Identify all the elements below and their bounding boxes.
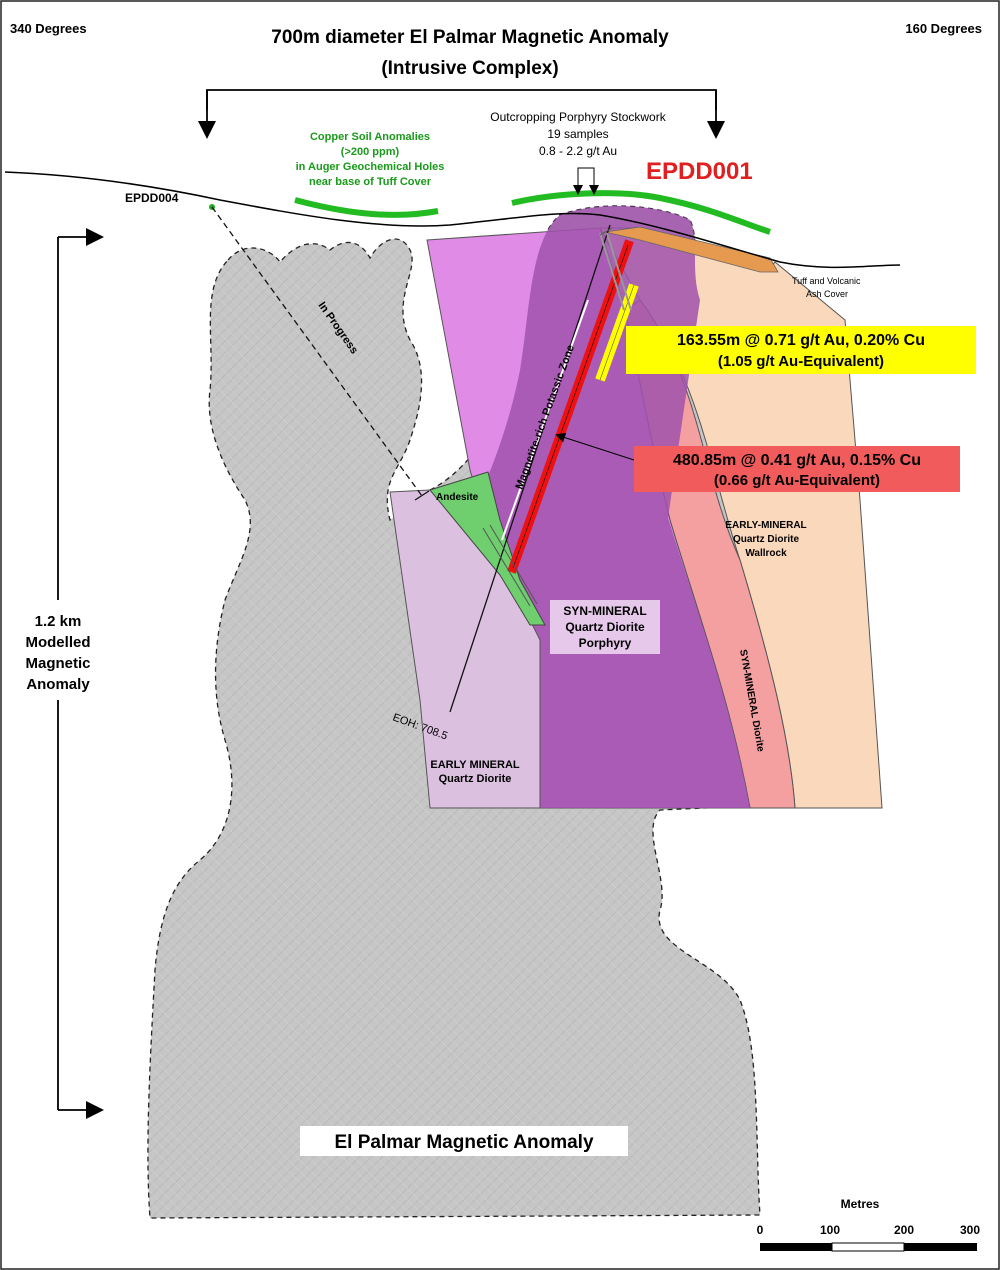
epdd001-label: EPDD001 <box>646 158 753 185</box>
scale-tick-0: 0 <box>757 1223 764 1237</box>
stockwork-segment-2 <box>606 232 632 311</box>
tuff-line-1: Tuff and Volcanic <box>792 276 861 286</box>
copper-soil-label: Copper Soil Anomalies (>200 ppm) in Auge… <box>296 131 445 188</box>
intercept-pointer <box>555 432 635 461</box>
copper-soil-line-2: (>200 ppm) <box>341 146 400 158</box>
copper-soil-bar-1 <box>294 197 439 218</box>
tuff-layer <box>604 226 779 273</box>
intercept-2-line-2: (0.66 g/t Au-Equivalent) <box>714 472 880 489</box>
intercept-red-outline <box>512 244 629 569</box>
wallrock-line-1: EARLY-MINERAL <box>725 520 806 531</box>
scale-title: Metres <box>841 1197 880 1211</box>
intercept-1-line-1: 163.55m @ 0.71 g/t Au, 0.20% Cu <box>677 332 925 349</box>
early-mineral-qd-label: EARLY MINERAL Quartz Diorite <box>430 759 520 785</box>
scale-tick-300: 300 <box>960 1223 980 1237</box>
left-bearing: 340 Degrees <box>10 21 87 36</box>
intercept-1-line-2: (1.05 g/t Au-Equivalent) <box>718 353 884 370</box>
scale-v-line-1: 1.2 km <box>35 613 82 630</box>
porphyry-line-3: Porphyry <box>579 636 632 650</box>
porphyry-line-2: Quartz Diorite <box>565 620 645 634</box>
tuff-cover-label: Tuff and Volcanic Ash Cover <box>792 276 861 299</box>
scale-seg-2 <box>831 1242 905 1252</box>
intercept-box-1 <box>626 326 976 374</box>
right-bearing: 160 Degrees <box>905 21 982 36</box>
early-qd-line-2: Quartz Diorite <box>439 773 512 785</box>
copper-soil-line-1: Copper Soil Anomalies <box>310 131 430 143</box>
ground-surface <box>4 171 901 269</box>
stockwork-line-2: 19 samples <box>547 127 608 141</box>
title-line-1: 700m diameter El Palmar Magnetic Anomaly <box>271 27 669 48</box>
wallrock-line-2: Quartz Diorite <box>733 534 800 545</box>
potassic-zone-strip <box>501 299 589 541</box>
scale-tick-200: 200 <box>894 1223 914 1237</box>
scale-v-line-3: Magnetic <box>25 655 90 672</box>
scale-seg-1 <box>760 1243 832 1251</box>
wallrock-line-3: Wallrock <box>745 548 787 559</box>
porphyry-line-1: SYN-MINERAL <box>563 604 646 618</box>
andesite-unit <box>429 471 546 626</box>
scale-v-line-2: Modelled <box>25 634 90 651</box>
anomaly-label-bg <box>300 1126 628 1156</box>
scale-v-line-4: Anomaly <box>26 676 90 693</box>
epdd004-end-tick <box>414 490 430 501</box>
scale-seg-3 <box>904 1243 977 1251</box>
intercept-2-line-1: 480.85m @ 0.41 g/t Au, 0.15% Cu <box>673 452 921 469</box>
porphyry-label-bg <box>550 600 660 654</box>
porphyry-label: SYN-MINERAL Quartz Diorite Porphyry <box>563 604 646 650</box>
stockwork-line-3: 0.8 - 2.2 g/t Au <box>539 144 617 158</box>
stockwork-line-1: Outcropping Porphyry Stockwork <box>490 110 666 124</box>
copper-soil-bar-2 <box>511 190 771 235</box>
scale-tick-100: 100 <box>820 1223 840 1237</box>
title-line-2: (Intrusive Complex) <box>381 58 558 79</box>
copper-soil-line-3: in Auger Geochemical Holes <box>296 161 445 173</box>
epdd004-label: EPDD004 <box>125 191 179 205</box>
tuff-line-2: Ash Cover <box>806 289 848 299</box>
epdd001-trace <box>449 224 611 713</box>
collar-mark <box>599 227 613 236</box>
andesite-label: Andesite <box>436 492 479 503</box>
vertical-scale-label: 1.2 km Modelled Magnetic Anomaly <box>25 613 90 693</box>
early-qd-line-1: EARLY MINERAL <box>430 759 520 771</box>
copper-soil-line-4: near base of Tuff Cover <box>309 176 432 188</box>
stockwork-segment <box>599 232 625 311</box>
wallrock-label: EARLY-MINERAL Quartz Diorite Wallrock <box>725 520 806 559</box>
anomaly-footer-label: El Palmar Magnetic Anomaly <box>334 1132 593 1153</box>
intercept-box-2 <box>634 446 960 492</box>
dike-line-1 <box>482 527 531 607</box>
stockwork-label: Outcropping Porphyry Stockwork 19 sample… <box>490 110 666 158</box>
dike-line-2 <box>489 524 538 605</box>
